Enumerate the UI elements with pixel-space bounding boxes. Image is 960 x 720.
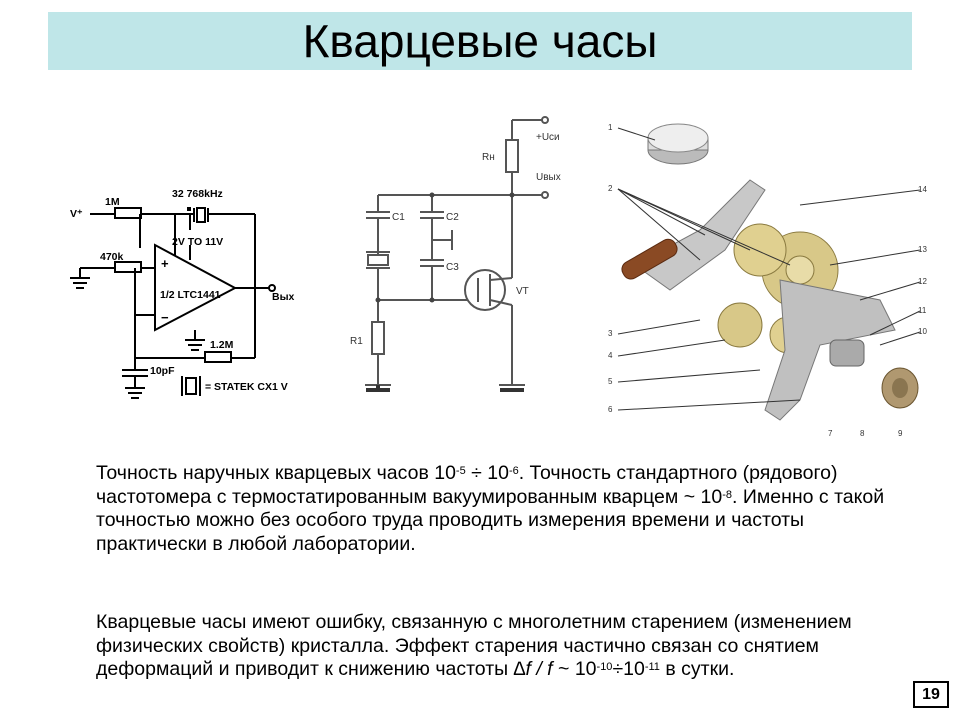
watch-mechanism-illustration	[617, 123, 921, 421]
resistor-1.2m-label: 1.2M	[210, 339, 234, 351]
statek-label: = STATEK CX1 V	[205, 381, 288, 393]
supply-label: 2V TO 11V	[172, 236, 223, 248]
watch-label-14: 14	[918, 185, 927, 194]
watch-label-10: 10	[918, 327, 927, 336]
watch-label-1: 1	[608, 123, 613, 132]
c2-label: C2	[446, 212, 459, 223]
resistor-470k-label: 470k	[100, 251, 124, 263]
usi-label: +Uси	[536, 132, 560, 143]
page-title: Кварцевые часы	[302, 15, 658, 67]
watch-label-11: 11	[918, 306, 927, 315]
watch-label-8: 8	[860, 429, 865, 438]
watch-label-6: 6	[608, 405, 613, 414]
opamp-label: 1/2 LTC1441	[160, 289, 221, 301]
transistor-oscillator-circuit	[365, 116, 549, 386]
plus-sign: +	[161, 256, 169, 271]
minus-sign: −	[161, 310, 169, 325]
rn-label: Rн	[482, 152, 495, 163]
paragraph-aging: Кварцевые часы имеют ошибку, связанную с…	[96, 611, 852, 680]
crystal-freq-label: 32 768kHz	[172, 188, 223, 200]
opamp-oscillator-circuit	[70, 207, 276, 399]
output-label: Вых	[272, 291, 295, 303]
watch-label-5: 5	[608, 377, 613, 386]
vt-label: VT	[516, 286, 529, 297]
uvyh-label: Uвых	[536, 172, 561, 183]
resistor-1m-label: 1M	[105, 196, 120, 208]
diagrams: V⁺ 1M 470k 32 768kHz 2V TO 11V 1/2 LTC14…	[70, 116, 927, 438]
page-number: 19	[913, 681, 949, 708]
watch-label-3: 3	[608, 329, 613, 338]
paragraph-accuracy: Точность наручных кварцевых часов 10-5 ÷…	[96, 462, 885, 555]
c3-label: C3	[446, 262, 459, 273]
capacitor-10pf-label: 10pF	[150, 365, 175, 377]
watch-label-12: 12	[918, 277, 927, 286]
r1-label: R1	[350, 336, 363, 347]
watch-label-13: 13	[918, 245, 927, 254]
watch-label-2: 2	[608, 184, 613, 193]
title-bar: Кварцевые часы	[48, 12, 912, 70]
watch-label-4: 4	[608, 351, 613, 360]
watch-label-7: 7	[828, 429, 833, 438]
watch-label-9: 9	[898, 429, 903, 438]
c1-label: C1	[392, 212, 405, 223]
vplus-label: V⁺	[70, 208, 83, 220]
